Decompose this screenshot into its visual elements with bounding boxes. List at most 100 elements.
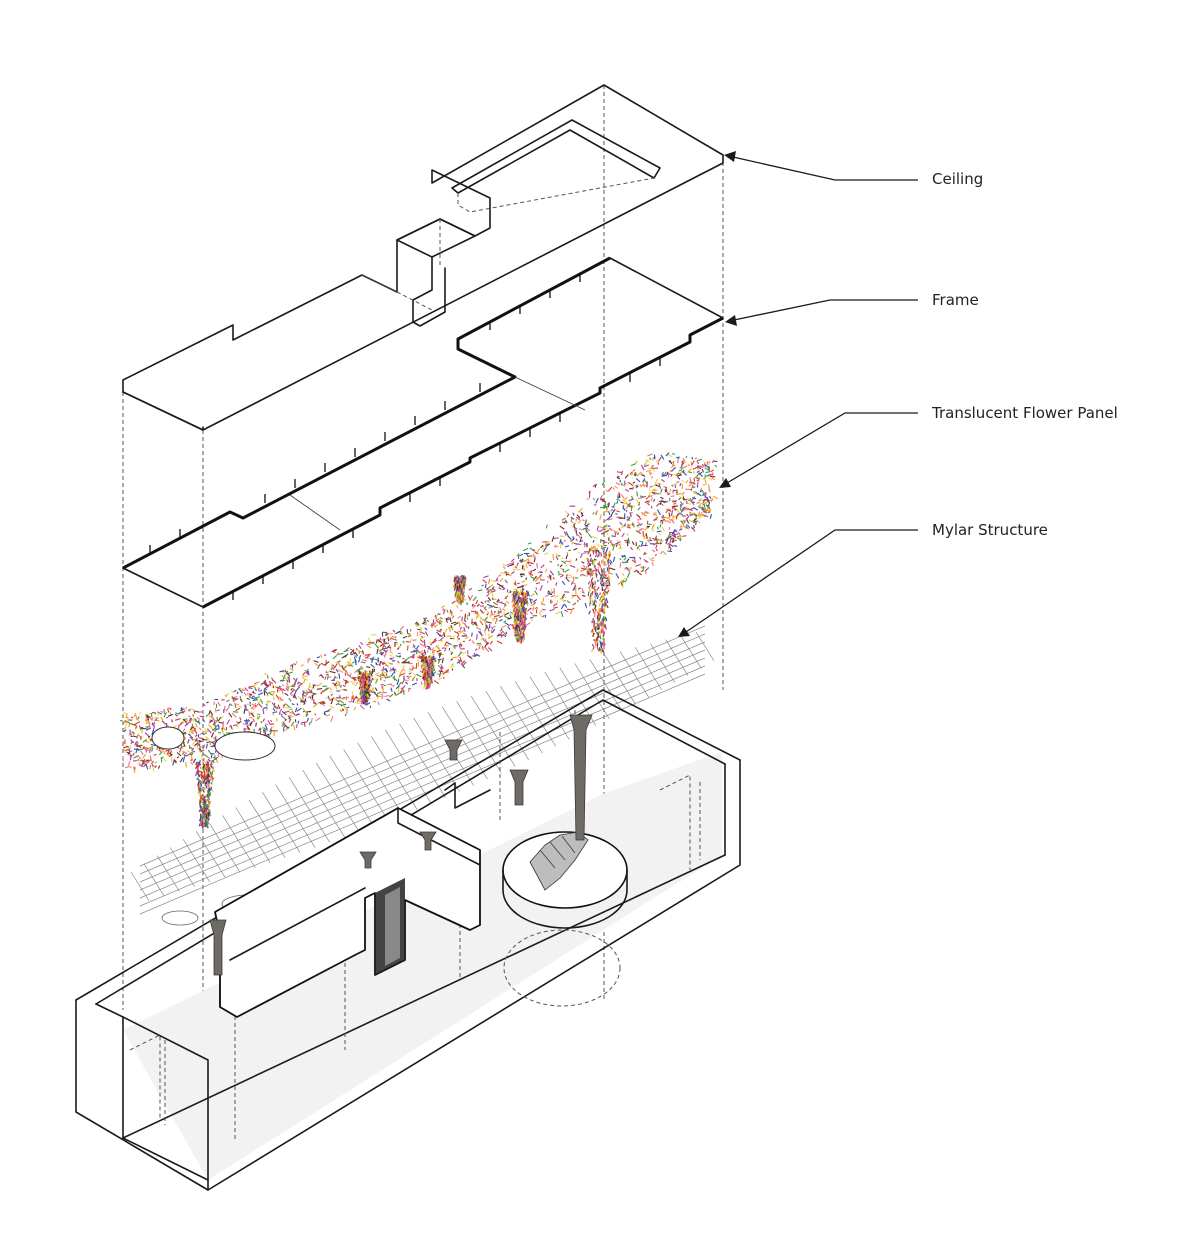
flower-stroke	[714, 464, 718, 468]
mesh-line	[169, 847, 195, 887]
flower-stroke	[687, 508, 693, 512]
flower-stroke	[535, 607, 539, 610]
flower-stroke	[608, 550, 611, 555]
flower-stroke	[510, 570, 515, 575]
flower-stroke	[658, 483, 662, 489]
flower-stroke	[167, 713, 174, 717]
ceiling-layer	[122, 84, 724, 431]
flower-stroke	[521, 580, 526, 583]
flower-stroke	[476, 614, 480, 618]
flower-stroke	[587, 551, 589, 555]
flower-stroke	[472, 605, 475, 609]
flower-stroke	[287, 676, 290, 679]
flower-stroke	[192, 730, 194, 735]
flower-stroke	[285, 687, 289, 692]
flower-stroke	[564, 545, 570, 548]
flower-stroke	[316, 682, 323, 687]
flower-stroke	[518, 609, 521, 613]
flower-stroke	[469, 594, 474, 601]
flower-stroke	[703, 498, 709, 501]
flower-stroke	[533, 557, 536, 563]
flower-stroke	[713, 460, 718, 463]
flower-stroke	[329, 687, 332, 691]
flower-stroke	[527, 591, 530, 597]
flower-stroke	[204, 809, 206, 814]
flower-stroke	[371, 634, 377, 636]
flower-stroke	[483, 575, 489, 579]
mylar-mesh	[130, 625, 715, 915]
flower-stroke	[352, 683, 357, 687]
flower-stroke	[357, 672, 360, 678]
flower-stroke	[626, 571, 631, 578]
flower-stroke	[466, 602, 468, 605]
flower-stroke	[388, 638, 392, 641]
flower-stroke	[342, 688, 348, 691]
flower-stroke	[376, 691, 382, 695]
flower-stroke	[137, 762, 141, 765]
flower-stroke	[376, 696, 379, 700]
flower-stroke	[529, 616, 534, 619]
flower-stroke	[335, 702, 340, 706]
flower-stroke	[631, 559, 637, 564]
flower-stroke	[682, 469, 685, 474]
flower-stroke	[311, 695, 314, 699]
flower-stroke	[607, 571, 610, 574]
flower-stroke	[619, 521, 623, 526]
flower-stroke	[516, 554, 519, 557]
flower-stroke	[568, 549, 572, 552]
flower-stroke	[150, 760, 155, 764]
flower-stroke	[179, 746, 182, 753]
flower-stroke	[601, 539, 604, 543]
flower-stroke	[220, 715, 224, 719]
flower-stroke	[527, 555, 533, 558]
flower-stroke	[683, 465, 688, 469]
flower-stroke	[436, 649, 441, 653]
flower-stroke	[484, 642, 489, 648]
flower-stroke	[208, 766, 210, 772]
flower-stroke	[620, 494, 625, 499]
flower-stroke	[129, 752, 132, 758]
flower-stroke	[427, 683, 430, 688]
flower-stroke	[201, 807, 205, 813]
flower-stroke	[381, 668, 386, 672]
flower-stroke	[670, 518, 675, 524]
flower-stroke	[402, 664, 405, 670]
flower-stroke	[636, 571, 643, 576]
flower-stroke	[203, 786, 206, 791]
flower-stroke	[473, 652, 476, 656]
mesh-line	[329, 755, 375, 827]
flower-stroke	[521, 635, 525, 640]
flower-stroke	[525, 563, 528, 569]
flower-stroke	[630, 463, 636, 467]
flower-stroke	[346, 708, 348, 715]
flower-stroke	[407, 635, 412, 638]
flower-stroke	[284, 692, 289, 697]
mesh-line	[222, 815, 256, 868]
flower-stroke	[210, 781, 213, 785]
flower-stroke	[203, 744, 206, 749]
flower-stroke	[305, 712, 309, 716]
flower-stroke	[240, 698, 243, 703]
mesh-line	[262, 792, 301, 853]
flower-stroke	[621, 554, 626, 558]
flower-stroke	[395, 642, 399, 646]
flower-stroke	[660, 488, 663, 493]
flower-stroke	[600, 528, 606, 531]
flower-stroke	[577, 551, 581, 554]
flower-stroke	[270, 719, 273, 723]
flower-stroke	[599, 635, 602, 640]
flower-stroke	[656, 502, 660, 507]
flower-stroke	[330, 698, 334, 705]
flower-stroke	[592, 539, 595, 543]
flower-stroke	[263, 680, 268, 685]
flower-stroke	[564, 568, 570, 573]
flower-stroke	[564, 609, 568, 613]
flower-stroke	[406, 645, 409, 651]
flower-stroke	[602, 542, 606, 547]
flower-stroke	[602, 641, 606, 646]
flower-stroke	[503, 632, 507, 636]
flower-stroke	[343, 669, 348, 673]
flower-stroke	[615, 573, 620, 579]
flower-stroke	[365, 679, 369, 684]
flower-stroke	[191, 737, 197, 742]
